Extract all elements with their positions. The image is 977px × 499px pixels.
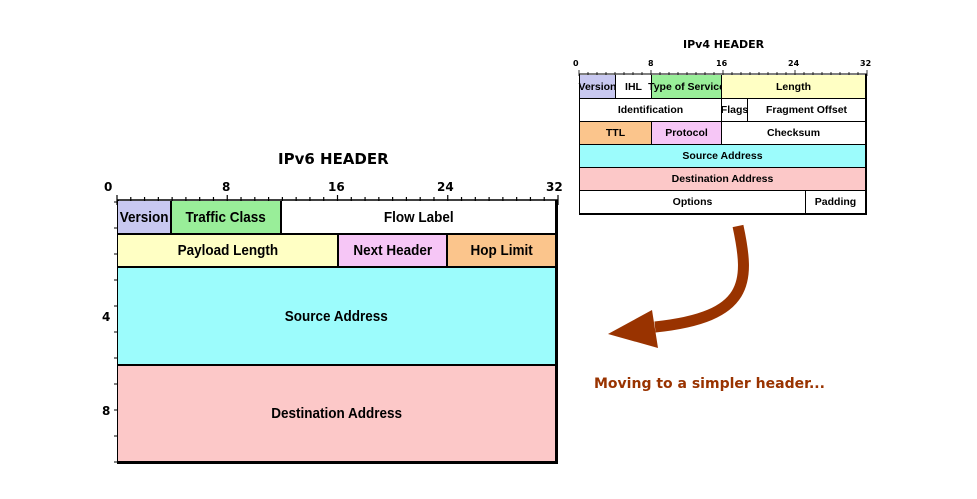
ipv6-destination-address-label: Destination Address xyxy=(271,405,402,422)
ipv4-identification: Identification xyxy=(580,99,722,122)
ipv6-tick-32: 32 xyxy=(546,180,563,194)
ipv4-ihl: IHL xyxy=(616,75,652,99)
ipv4-options: Options xyxy=(580,191,806,214)
ipv6-traffic-class: Traffic Class xyxy=(172,201,282,235)
transition-caption: Moving to a simpler header... xyxy=(594,376,825,392)
ipv6-hop-limit-label: Hop Limit xyxy=(470,242,533,259)
ipv6-next-header: Next Header xyxy=(339,235,448,268)
ipv4-tick-8: 8 xyxy=(648,59,654,68)
ipv4-ttl: TTL xyxy=(580,122,652,145)
ipv4-tick-0: 0 xyxy=(573,59,579,68)
ipv4-protocol: Protocol xyxy=(652,122,722,145)
ipv4-tick-32: 32 xyxy=(860,59,872,68)
ipv4-padding: Padding xyxy=(806,191,866,214)
ipv4-flags: Flags xyxy=(721,99,748,122)
ipv4-source-address: Source Address xyxy=(580,145,866,168)
ipv6-version-label: Version xyxy=(119,208,169,226)
ipv6-source-address-label: Source Address xyxy=(284,307,389,325)
ipv6-payload-length-label: Payload Length xyxy=(177,242,278,259)
ipv4-title: IPv4 HEADER xyxy=(683,38,765,51)
ipv4-tick-24: 24 xyxy=(788,59,800,68)
ipv6-traffic-class-label: Traffic Class xyxy=(185,208,267,226)
ipv6-next-header-label: Next Header xyxy=(353,242,432,259)
curved-arrow xyxy=(608,224,749,348)
ipv6-destination-address: Destination Address xyxy=(118,366,555,461)
ipv4-frame xyxy=(579,74,867,215)
ipv6-row-tick-4: 4 xyxy=(102,310,111,324)
ipv4-fragment-offset: Fragment Offset xyxy=(748,99,866,122)
ipv4-tick-16: 16 xyxy=(716,59,728,68)
ipv6-title: IPv6 HEADER xyxy=(278,150,389,168)
ipv4-type-of-service: Type of Service xyxy=(648,75,725,99)
ipv4-length: Length xyxy=(722,75,866,99)
ipv4-version: Version xyxy=(579,75,616,99)
ipv6-version: Version xyxy=(118,201,172,235)
ipv6-row-tick-8: 8 xyxy=(102,404,111,418)
ipv6-flow-label-text: Flow Label xyxy=(383,208,454,226)
ipv6-tick-8: 8 xyxy=(222,180,231,194)
ipv4-checksum: Checksum xyxy=(722,122,866,145)
ipv4-destination-address: Destination Address xyxy=(580,168,866,191)
ipv6-flow-label: Flow Label xyxy=(282,201,555,235)
ipv6-payload-length: Payload Length xyxy=(118,235,339,268)
ipv6-tick-24: 24 xyxy=(437,180,454,194)
ipv6-tick-0: 0 xyxy=(104,180,113,194)
ipv6-source-address: Source Address xyxy=(118,268,555,366)
ipv6-hop-limit: Hop Limit xyxy=(448,235,555,268)
ipv6-tick-16: 16 xyxy=(328,180,345,194)
